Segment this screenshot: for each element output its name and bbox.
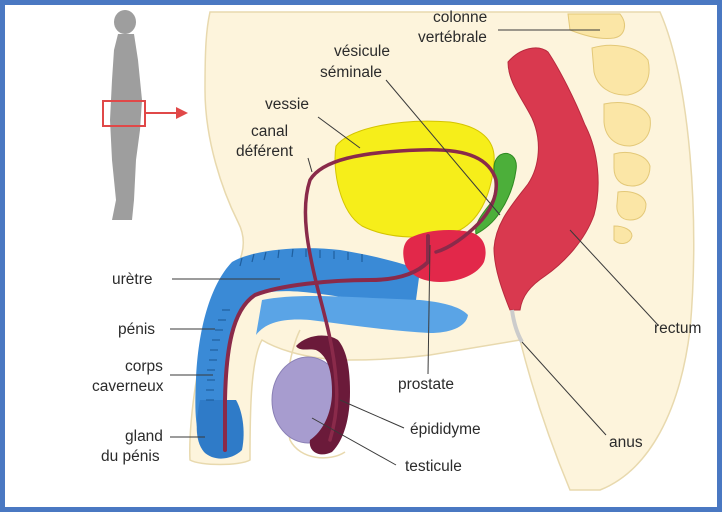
label-prostate: prostate (398, 376, 454, 393)
label-vesicule-line2: séminale (320, 64, 382, 81)
label-epididyme: épididyme (410, 421, 481, 438)
corpus-cavernosum-ridges (206, 248, 363, 401)
rectum (493, 47, 599, 311)
penis-shaft-lower (256, 295, 468, 335)
prostate (403, 230, 486, 282)
anatomy-diagram: colonne vertébrale vésicule séminale ves… (92, 9, 701, 491)
vas-deferens (303, 148, 499, 442)
label-vessie: vessie (265, 96, 309, 113)
vertebral-column (567, 13, 651, 244)
label-gland-line2: du pénis (101, 448, 160, 465)
label-corps-line2: caverneux (92, 378, 164, 395)
location-arrow (145, 107, 188, 119)
label-vesicule-line1: vésicule (334, 43, 390, 60)
label-testicule: testicule (405, 458, 462, 475)
leader-lines (170, 29, 659, 466)
label-gland-line1: gland (125, 428, 163, 445)
label-canal-line1: canal (251, 123, 288, 140)
label-canal-line2: déférent (236, 143, 294, 160)
label-corps-line1: corps (125, 358, 163, 375)
label-colonne-line1: colonne (433, 9, 487, 26)
label-anus: anus (609, 434, 643, 451)
label-penis: pénis (118, 321, 155, 338)
epididymis (296, 335, 350, 455)
urethra (223, 234, 430, 452)
label-rectum: rectum (654, 320, 701, 337)
label-colonne-line2: vertébrale (418, 29, 487, 46)
body-silhouette (110, 10, 142, 220)
label-uretre: urètre (112, 271, 153, 288)
glans (196, 400, 244, 459)
